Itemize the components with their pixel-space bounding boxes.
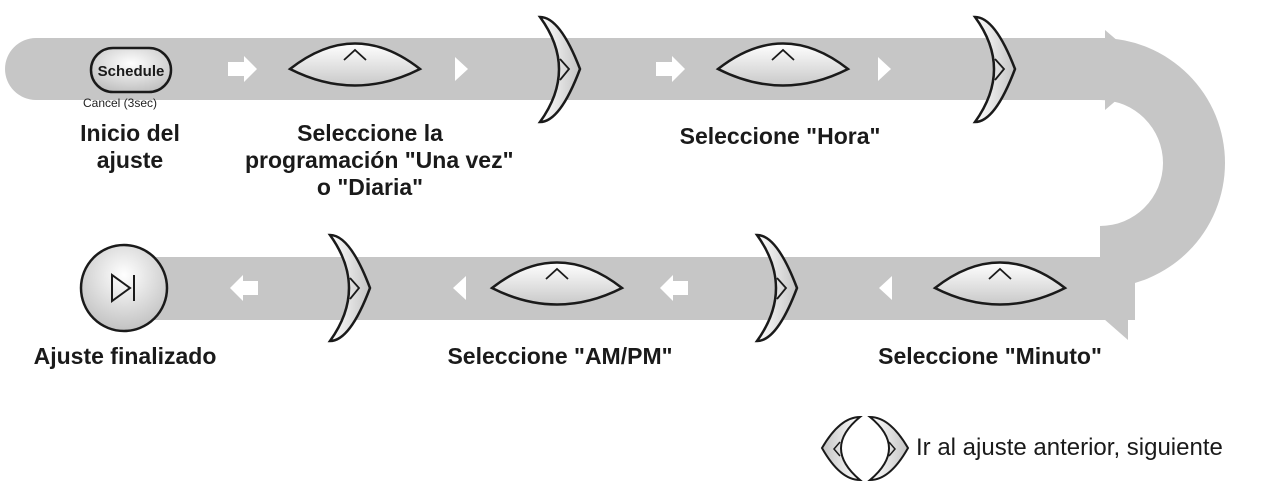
step-label-minute: Seleccione "Minuto"	[878, 343, 1102, 369]
flow-arrow-5	[230, 275, 258, 301]
flow-arrow-3	[656, 56, 685, 82]
flow-arrow-8	[879, 276, 892, 300]
track-uturn	[1100, 38, 1225, 288]
chevron-right-icon	[776, 277, 788, 300]
chevron-up-icon	[545, 267, 569, 280]
chevron-right-icon	[888, 441, 896, 457]
step-label-ampm: Seleccione "AM/PM"	[447, 343, 673, 369]
schedule-button[interactable]: Schedule	[89, 46, 173, 94]
cancel-hint: Cancel (3sec)	[82, 96, 158, 110]
chevron-up-icon	[771, 48, 795, 61]
chevron-up-icon	[343, 48, 367, 61]
chevron-right-icon	[994, 58, 1006, 81]
legend-right-button	[867, 415, 910, 482]
step-label-finish: Ajuste finalizado	[33, 343, 217, 369]
up-button-1[interactable]	[287, 42, 423, 87]
chevron-right-icon	[349, 277, 361, 300]
flow-arrow-4	[878, 57, 891, 81]
right-button-4[interactable]	[754, 233, 799, 343]
chevron-right-icon	[559, 58, 571, 81]
play-pause-icon	[111, 273, 135, 303]
finish-button[interactable]	[79, 243, 169, 333]
up-button-3[interactable]	[489, 261, 625, 306]
right-button-3[interactable]	[327, 233, 372, 343]
step-label-start: Inicio del ajuste	[80, 120, 180, 173]
schedule-button-label: Schedule	[98, 63, 165, 80]
chevron-up-icon	[988, 267, 1012, 280]
legend-left-button	[820, 415, 863, 482]
flow-arrow-6	[453, 276, 466, 300]
flow-arrow-1	[228, 56, 257, 82]
right-button-2[interactable]	[972, 15, 1017, 124]
step-label-hour: Seleccione "Hora"	[679, 123, 881, 149]
up-button-2[interactable]	[715, 42, 851, 87]
right-button-1[interactable]	[537, 15, 582, 124]
chevron-left-icon	[833, 441, 841, 457]
step-label-schedule: Seleccione la programación "Una vez" o "…	[245, 120, 514, 200]
flow-arrow-7	[660, 275, 688, 301]
flow-arrow-2	[455, 57, 468, 81]
up-button-4[interactable]	[932, 261, 1068, 306]
legend-text: Ir al ajuste anterior, siguiente	[916, 434, 1223, 461]
